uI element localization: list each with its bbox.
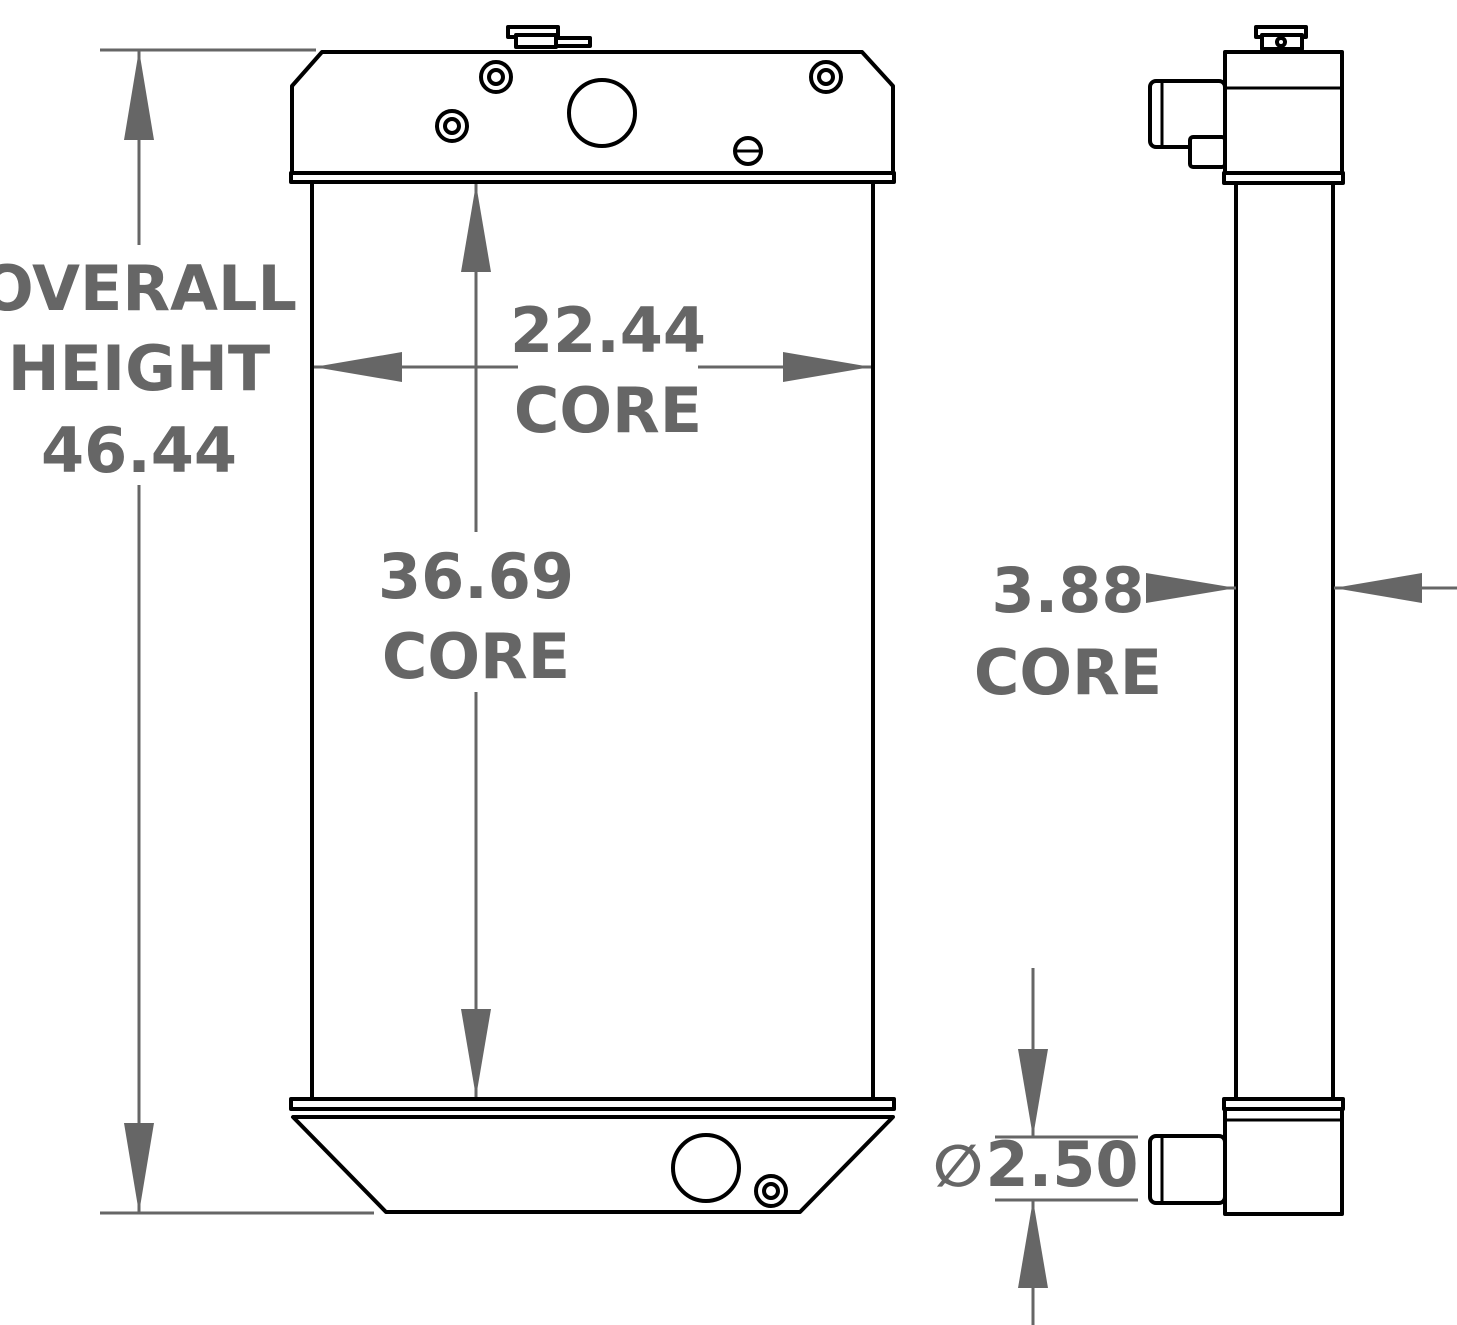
arrow-head: [783, 352, 871, 382]
arrow-head: [1146, 573, 1236, 603]
overall-height-value: 46.44: [41, 414, 237, 487]
overall-height-label-1: OVERALL: [0, 252, 297, 325]
arrow-head: [461, 184, 491, 272]
arrow-head: [1334, 573, 1422, 603]
core-height-label: CORE: [382, 620, 570, 693]
radiator-core: [310, 180, 875, 1101]
arrow-head: [124, 50, 154, 140]
side-top-tank: [1223, 50, 1344, 176]
radiator-front-view: [289, 25, 896, 1214]
arrow-head: [1018, 1049, 1048, 1137]
side-core: [1234, 181, 1335, 1101]
core-height-value: 36.69: [378, 540, 574, 613]
bottom-tank: [291, 1115, 895, 1214]
outlet-diameter-value: 2.50: [986, 1128, 1139, 1201]
outlet-pipe: [1148, 1134, 1227, 1205]
core-width-label: CORE: [514, 374, 702, 447]
bottom-tank-ports: [671, 1133, 788, 1208]
core-depth-dimension: 3.88 CORE: [974, 554, 1457, 709]
arrow-head: [124, 1123, 154, 1213]
side-bottom-tank: [1223, 1107, 1344, 1216]
core-width-value: 22.44: [510, 294, 706, 367]
arrow-head: [461, 1009, 491, 1097]
outlet-diameter-dimension: ∅ 2.50: [933, 968, 1138, 1325]
core-depth-value: 3.88: [992, 554, 1145, 627]
inlet-pipe: [1148, 79, 1227, 149]
filler-cap: [506, 25, 592, 49]
top-tank-ports: [435, 60, 843, 166]
overall-height-label-2: HEIGHT: [8, 332, 270, 405]
radiator-side-view: [1148, 25, 1345, 1216]
core-height-dimension: 36.69 CORE: [378, 184, 574, 1097]
arrow-head: [314, 352, 402, 382]
overall-height-dimension: OVERALL HEIGHT 46.44: [0, 48, 374, 1215]
core-width-dimension: 22.44 CORE: [314, 294, 871, 447]
arrow-head: [1018, 1200, 1048, 1288]
diameter-symbol: ∅: [933, 1132, 983, 1200]
overflow-fitting: [1188, 135, 1227, 169]
bottom-header-plate: [289, 1097, 896, 1111]
core-depth-label: CORE: [974, 636, 1162, 709]
